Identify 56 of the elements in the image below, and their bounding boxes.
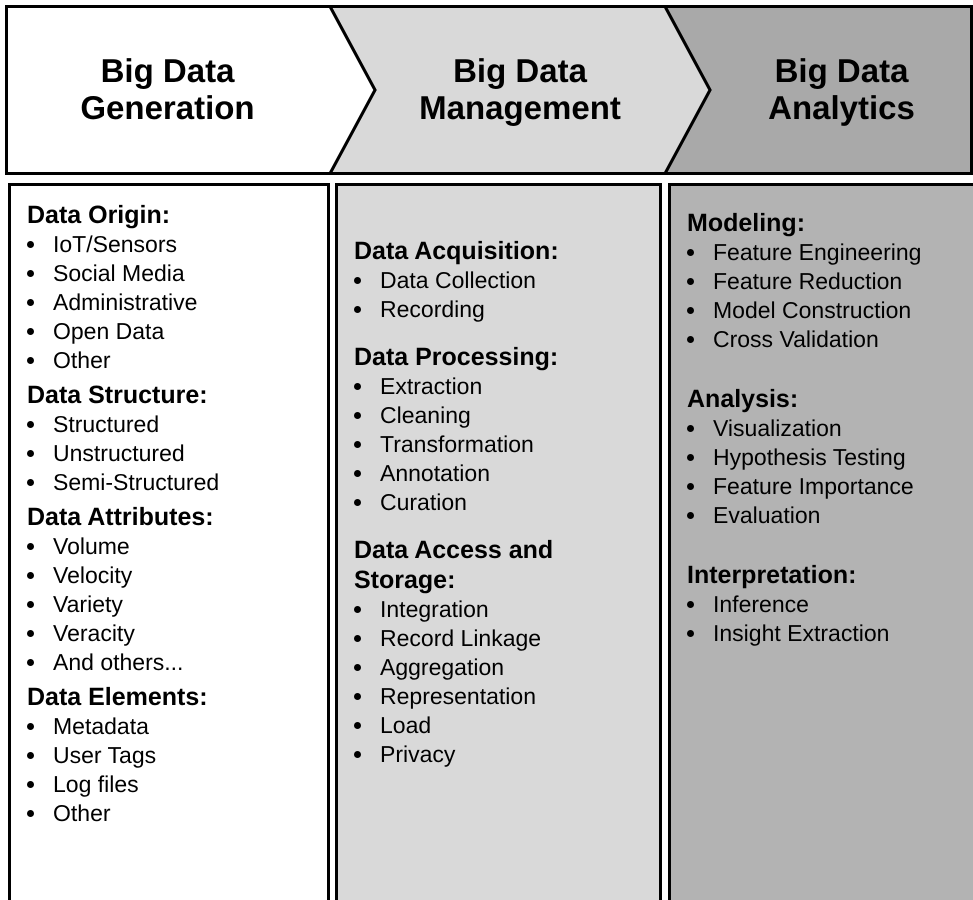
list-item: Load — [380, 711, 432, 740]
list-item: Record Linkage — [380, 624, 542, 653]
list-item: Insight Extraction — [713, 619, 890, 648]
list-item: Feature Importance — [713, 472, 914, 501]
list-item: And others... — [53, 648, 184, 677]
column-panel — [335, 183, 662, 900]
list-item: Aggregation — [380, 653, 504, 682]
list-item: Transformation — [380, 430, 534, 459]
section-heading: Data Elements: — [27, 682, 209, 712]
list-item: IoT/Sensors — [53, 230, 177, 259]
column-panel — [668, 183, 973, 900]
list-item: Integration — [380, 595, 489, 624]
list-item: Other — [53, 346, 111, 375]
list-item: Recording — [380, 295, 485, 324]
list-item: Evaluation — [713, 501, 820, 530]
list-item: Annotation — [380, 459, 490, 488]
list-item: Metadata — [53, 712, 149, 741]
header-title: Big Data Generation — [80, 53, 255, 127]
list-item: Velocity — [53, 561, 132, 590]
section-heading: Modeling: — [687, 208, 806, 238]
section-heading: Data Processing: — [354, 342, 560, 372]
list-item: Open Data — [53, 317, 164, 346]
list-item: Volume — [53, 532, 130, 561]
section-heading: Data Origin: — [27, 200, 172, 230]
section-heading: Data Structure: — [27, 380, 209, 410]
list-item: Structured — [53, 410, 160, 439]
section-heading: Analysis: — [687, 384, 800, 414]
section-heading: Data Acquisition: — [354, 236, 560, 266]
section-heading: Interpretation: — [687, 560, 858, 590]
list-item: Unstructured — [53, 439, 185, 468]
list-item: Cleaning — [380, 401, 471, 430]
list-item: Privacy — [380, 740, 456, 769]
list-item: Feature Reduction — [713, 267, 902, 296]
list-item: Variety — [53, 590, 123, 619]
section-heading: Data Access and Storage: — [354, 535, 554, 595]
list-item: Social Media — [53, 259, 185, 288]
list-item: Data Collection — [380, 266, 536, 295]
header-title: Big Data Analytics — [768, 53, 915, 127]
list-item: Curation — [380, 488, 467, 517]
list-item: Cross Validation — [713, 325, 879, 354]
list-item: User Tags — [53, 741, 156, 770]
list-item: Extraction — [380, 372, 482, 401]
list-item: Model Construction — [713, 296, 912, 325]
list-item: Log files — [53, 770, 139, 799]
list-item: Semi-Structured — [53, 468, 220, 497]
list-item: Hypothesis Testing — [713, 443, 906, 472]
list-item: Visualization — [713, 414, 842, 443]
section-heading: Data Attributes: — [27, 502, 215, 532]
column-panel — [8, 183, 330, 900]
list-item: Other — [53, 799, 111, 828]
list-item: Administrative — [53, 288, 198, 317]
list-item: Inference — [713, 590, 809, 619]
header-title: Big Data Management — [419, 53, 621, 127]
list-item: Feature Engineering — [713, 238, 922, 267]
list-item: Representation — [380, 682, 536, 711]
list-item: Veracity — [53, 619, 135, 648]
